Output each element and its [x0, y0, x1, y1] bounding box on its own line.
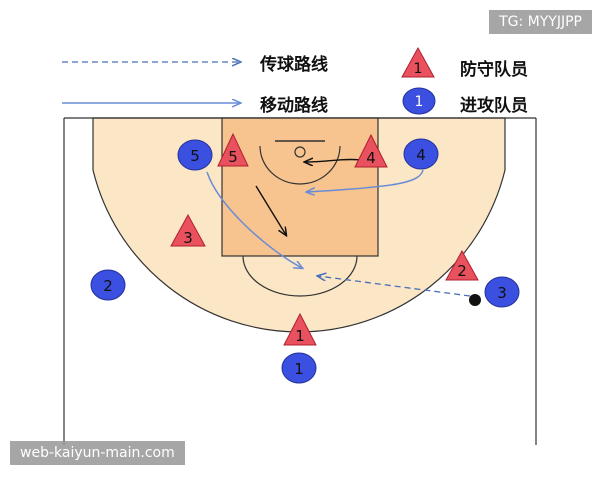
attacker-5-label: 5: [190, 147, 200, 165]
attacker-4-label: 4: [416, 146, 426, 164]
defender-5: 5: [217, 132, 249, 167]
defender-3: 3: [170, 213, 206, 247]
defender-4-label: 4: [366, 149, 376, 167]
attacker-2-label: 2: [103, 277, 113, 295]
defender-2-label: 2: [457, 262, 467, 280]
free-throw-circle: [242, 255, 358, 297]
defender-1: 1: [283, 312, 317, 346]
attacker-5: 5: [177, 139, 213, 171]
attacker-4: 4: [403, 138, 439, 170]
defender-5-label: 5: [228, 148, 238, 166]
watermark-top: TG: MYYJJPP: [489, 10, 592, 34]
attacker-3-label: 3: [497, 284, 507, 302]
legend-move-label: 移动路线: [260, 96, 328, 116]
defender-2: 2: [445, 249, 479, 281]
legend-attacker-label: 进攻队员: [460, 96, 528, 116]
defender-4: 4: [354, 133, 388, 168]
attacker-3: 3: [484, 276, 520, 308]
move-route-5: [206, 171, 302, 268]
legend-pass-label: 传球路线: [260, 55, 328, 75]
half-court: [63, 117, 537, 445]
legend-defender-icon: 1: [401, 46, 435, 78]
basketball: [469, 294, 481, 306]
attacker-2: 2: [90, 269, 126, 301]
legend-defender-label: 防守队员: [460, 60, 528, 80]
paint-area: [221, 117, 379, 257]
defender-1-label: 1: [295, 327, 305, 345]
legend-defender-number: 1: [414, 61, 423, 77]
watermark-bottom: web-kaiyun-main.com: [10, 441, 185, 465]
defender-move-5: [255, 185, 286, 235]
legend-attacker-number: 1: [415, 94, 424, 110]
pass-route: [318, 276, 471, 297]
move-route-4: [307, 169, 424, 192]
restricted-arc: [259, 145, 341, 185]
defender-move-4: [305, 159, 361, 162]
attacker-1: 1: [281, 352, 317, 384]
rim: [294, 146, 306, 158]
defender-3-label: 3: [183, 229, 193, 247]
attacker-1-label: 1: [294, 360, 304, 378]
legend-attacker-icon: 1: [402, 87, 436, 115]
